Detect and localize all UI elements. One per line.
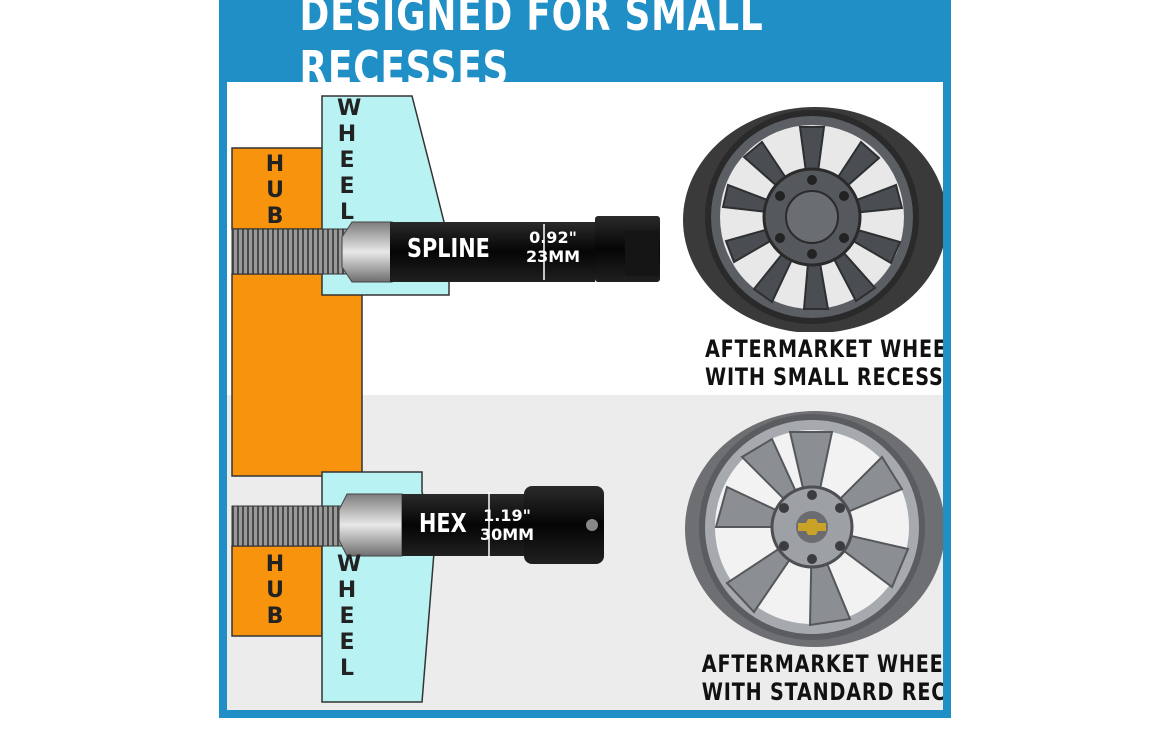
bottom-wheel-caption: AFTERMARKET WHEEL WITH STANDARD RECESS <box>675 650 943 706</box>
aftermarket-wheel-small-recess-image <box>683 107 943 332</box>
hex-size-mm: 30MM <box>479 525 535 544</box>
spline-size-in: 0.92" <box>529 228 577 247</box>
vertical-letter: E <box>339 604 355 629</box>
vertical-letter: E <box>339 630 355 655</box>
hex-size-in: 1.19" <box>483 506 531 525</box>
vertical-letter: B <box>266 204 284 229</box>
vertical-letter: W <box>337 552 362 577</box>
top-wheel-caption-line2: WITH SMALL RECESS <box>705 363 943 391</box>
vertical-letter: H <box>265 152 285 177</box>
spline-lug-seat <box>341 221 393 283</box>
spline-size: 0.92" 23MM <box>523 228 583 266</box>
content-panel: HUB HUB WHEEL HUB WHEEL SPLINE 0.92" 23M… <box>227 82 943 710</box>
spline-label: SPLINE <box>407 234 490 264</box>
bottom-wheel-caption-line1: AFTERMARKET WHEEL <box>701 650 943 678</box>
vertical-letter: E <box>339 174 355 199</box>
spline-lug-body <box>390 222 595 282</box>
hex-size: 1.19" 30MM <box>477 506 537 544</box>
spline-lug-tip <box>625 230 659 276</box>
vertical-letter: H <box>337 578 357 603</box>
vertical-letter: H <box>337 122 357 147</box>
hex-lug-body <box>402 494 524 556</box>
hub-block-main <box>231 273 363 477</box>
vertical-letter: E <box>339 148 355 173</box>
hex-lug-head <box>524 486 604 564</box>
vertical-letter: W <box>337 96 362 121</box>
top-wheel-caption-line1: AFTERMARKET WHEEL <box>705 335 943 363</box>
top-wheel-caption: AFTERMARKET WHEEL WITH SMALL RECESS <box>679 335 943 391</box>
hex-label: HEX <box>419 509 467 539</box>
stud-thread-top <box>231 228 358 275</box>
spline-size-mm: 23MM <box>525 247 581 266</box>
lug-nut-diagram: HUB <box>231 95 660 703</box>
bottom-wheel-caption-line2: WITH STANDARD RECESS <box>701 678 943 706</box>
hex-lug-hole <box>586 519 598 531</box>
stud-thread-bottom <box>231 505 353 547</box>
vertical-letter: U <box>266 178 284 203</box>
infographic-frame: DESIGNED FOR SMALL RECESSES <box>219 0 951 718</box>
aftermarket-wheel-standard-recess-image <box>685 411 943 647</box>
vertical-letter: B <box>266 604 284 629</box>
vertical-letter: L <box>339 656 355 681</box>
hex-lug-seat <box>338 493 403 557</box>
vertical-letter: L <box>339 200 355 225</box>
vertical-letter: U <box>266 578 284 603</box>
vertical-letter: H <box>265 552 285 577</box>
page-title: DESIGNED FOR SMALL RECESSES <box>299 0 764 95</box>
